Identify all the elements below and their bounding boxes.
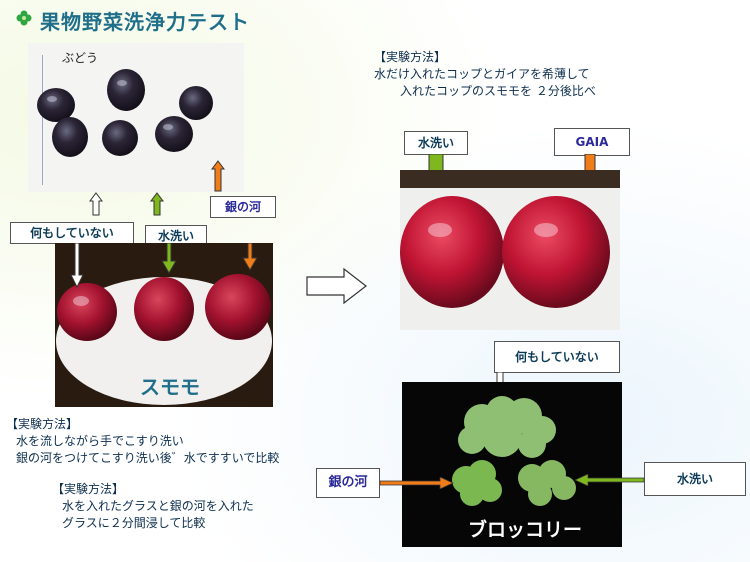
grape-label: ぶどう — [62, 51, 99, 65]
page-title: 果物野菜洗浄力テスト — [40, 10, 250, 34]
left-method-header: 【実験方法】 — [6, 417, 79, 431]
right-method-line1: 水だけ入れたコップとガイアを希薄して — [374, 67, 590, 81]
sumomo-left-pointer-arrows — [70, 243, 258, 289]
label-ginga-broccoli: 銀の河 — [316, 468, 380, 498]
grape-illustration — [37, 69, 213, 157]
sumomo-caption: スモモ — [140, 375, 200, 399]
grape-divider — [42, 55, 43, 185]
label-water-broccoli: 水洗い — [644, 462, 746, 496]
label-water-right: 水洗い — [404, 131, 468, 155]
left-arrow-green-icon — [574, 474, 644, 486]
left-method-line1: 水を流しながら手でこすり洗い — [16, 434, 184, 448]
big-right-arrow-icon — [306, 268, 367, 304]
label-gaia: GAIA — [554, 128, 630, 156]
sumomo-photo-left — [55, 243, 273, 407]
up-arrow-orange-icon — [211, 160, 225, 192]
sumomo-illustration-left — [56, 274, 272, 405]
label-nothing-left: 何もしていない — [10, 222, 134, 244]
label-ginga-left: 銀の河 — [210, 196, 276, 218]
up-arrow-green-icon — [150, 192, 164, 216]
sumomo-illustration-right — [400, 170, 620, 330]
right-method-header: 【実験方法】 — [374, 50, 447, 64]
grape-photo: ぶどう — [28, 43, 244, 192]
broccoli-caption: ブロッコリー — [468, 519, 583, 541]
sumomo-photo-right — [400, 170, 620, 330]
left-method-line2: 銀の河をつけてこすり洗い後゛水ですすいで比較 — [16, 451, 280, 465]
second-method-line1: 水を入れたグラスと銀の河を入れた — [62, 499, 254, 513]
label-nothing-broccoli: 何もしていない — [494, 341, 620, 373]
second-method-header: 【実験方法】 — [52, 482, 125, 496]
second-method: 【実験方法】 水を入れたグラスと銀の河を入れた グラスに２分間浸して比較 — [52, 481, 254, 532]
clover-icon — [16, 10, 32, 26]
broccoli-photo — [402, 382, 622, 547]
broccoli-illustration — [452, 396, 576, 506]
right-method-line2: 入れたコップのスモモを ２分後比べ — [400, 84, 596, 98]
right-method: 【実験方法】 水だけ入れたコップとガイアを希薄して 入れたコップのスモモを ２分… — [374, 49, 596, 100]
right-arrow-orange-icon — [380, 477, 454, 489]
up-arrow-white-icon — [89, 192, 103, 216]
left-method: 【実験方法】 水を流しながら手でこすり洗い 銀の河をつけてこすり洗い後゛水ですす… — [6, 416, 279, 467]
second-method-line2: グラスに２分間浸して比較 — [62, 516, 206, 530]
